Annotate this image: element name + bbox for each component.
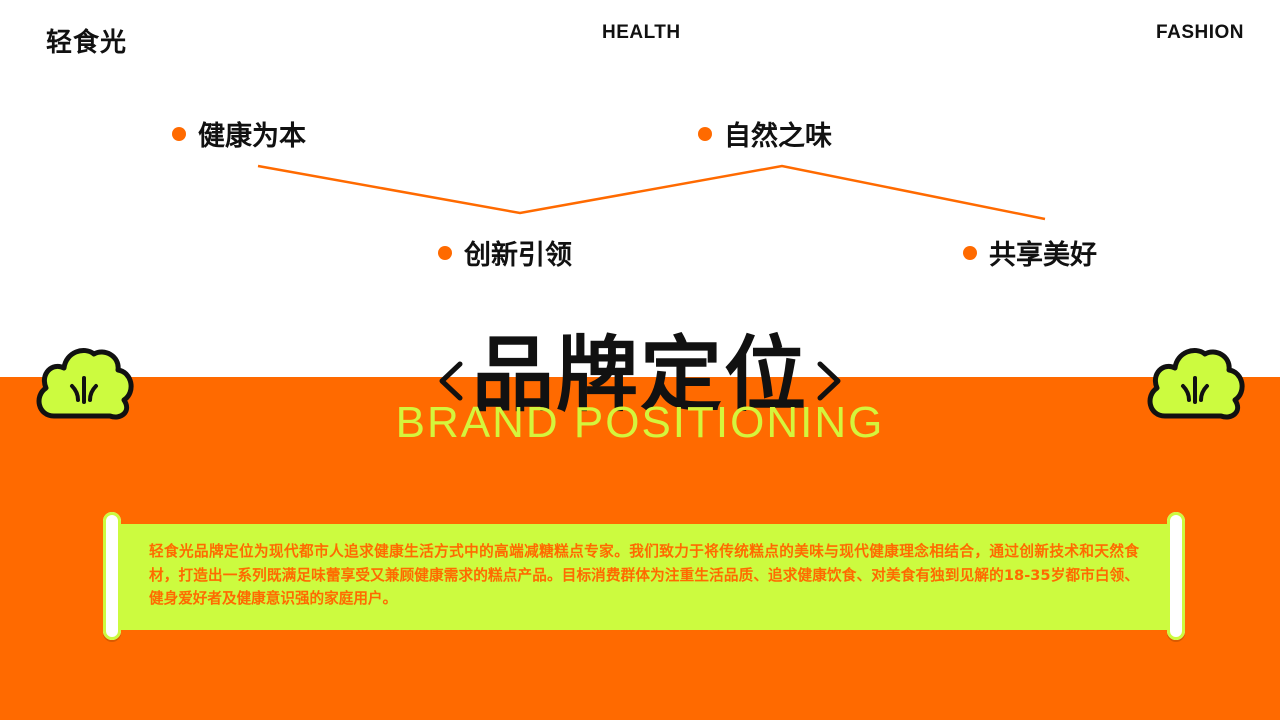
scroll-card — [118, 524, 1170, 630]
page-title: 品牌定位 — [471, 328, 808, 423]
point-innovation: 创新引领 — [438, 233, 572, 272]
bullet-dot-icon — [172, 126, 186, 141]
point-label: 创新引领 — [464, 240, 572, 271]
point-label: 共享美好 — [989, 240, 1097, 271]
nav-fashion: FASHION — [1156, 22, 1244, 43]
cloud-icon — [36, 348, 134, 420]
nav-health: HEALTH — [602, 22, 681, 43]
point-label: 自然之味 — [724, 121, 832, 152]
page-subtitle: BRAND POSITIONING — [395, 398, 885, 447]
scroll-roller-left — [103, 512, 121, 640]
point-natural: 自然之味 — [698, 114, 832, 153]
scroll-roller-right — [1167, 512, 1185, 640]
point-share: 共享美好 — [963, 233, 1097, 272]
cloud-icon — [1147, 348, 1245, 420]
title-row: 品牌定位 — [0, 330, 1280, 422]
brand-logo: 轻食光 — [46, 28, 128, 58]
chevron-left-icon — [439, 361, 463, 401]
bullet-dot-icon — [698, 126, 712, 141]
point-label: 健康为本 — [198, 121, 306, 152]
brand-description: 轻食光品牌定位为现代都市人追求健康生活方式中的高端减糖糕点专家。我们致力于将传统… — [149, 543, 1139, 607]
point-health: 健康为本 — [172, 114, 306, 153]
chevron-right-icon — [817, 361, 841, 401]
bullet-dot-icon — [963, 245, 977, 260]
bullet-dot-icon — [438, 245, 452, 260]
